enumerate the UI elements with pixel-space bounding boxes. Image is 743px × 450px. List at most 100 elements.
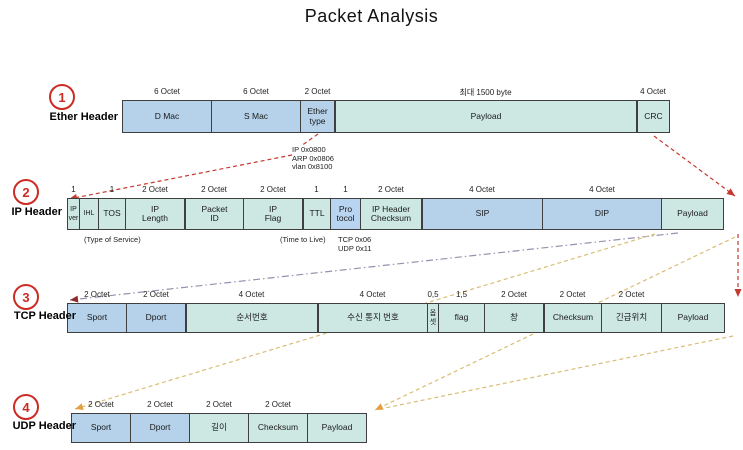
octet-size-label: 1,5 (455, 290, 468, 299)
octet-size-label: 2 Octet (201, 185, 227, 194)
octet-size-label: 2 Octet (304, 87, 331, 96)
step-number-4: 4 (13, 394, 39, 420)
cell-label: 순서번호 (236, 312, 268, 323)
udp-header-cell-dport: Dport (130, 413, 190, 443)
ether-header-cell-payload: Payload (334, 100, 637, 133)
cell-label: SIP (475, 208, 490, 219)
arrow-line-red (68, 154, 293, 200)
ip-header-cell-tos: TOS (98, 198, 126, 230)
octet-size-label: 0,5 (427, 290, 439, 299)
octet-size-label: 2 Octet (147, 400, 173, 409)
octet-size-label: 2 Octet (501, 290, 527, 299)
ip-header-cell-packet-id: Packet ID (184, 198, 244, 230)
arrow-line-red (300, 133, 319, 147)
ip-header-cell-dip: DIP (542, 198, 662, 230)
cell-label: Pro tocol (336, 203, 355, 223)
cell-label: Payload (677, 208, 708, 219)
ip-header-cell-ttl: TTL (302, 198, 331, 230)
cell-label: 창 (510, 312, 518, 323)
arrow-line-purple (69, 232, 679, 301)
cell-label: IHL (83, 210, 95, 218)
cell-label: CRC (644, 110, 663, 121)
page-title: Packet Analysis (304, 6, 439, 26)
octet-size-label: 4 Octet (469, 185, 495, 194)
octet-size-label: 2 Octet (206, 400, 232, 409)
octet-size-label: 2 Octet (618, 290, 645, 299)
arrow-line-red (653, 135, 736, 197)
octet-size-label: 2 Octet (559, 290, 586, 299)
cell-label: IP Length (142, 203, 168, 223)
octet-size-label: 1 (109, 185, 115, 194)
cell-label: 수신 통지 번호 (347, 312, 399, 323)
arrow-line-yellow (384, 335, 734, 409)
octet-size-label: 6 Octet (243, 87, 269, 96)
ether-type-values: IP 0x0800 ARP 0x0806 vlan 0x8100 (292, 145, 334, 171)
ether-header-table: D Mac S Mac Ether type Payload CRC (122, 100, 670, 133)
tcp-header-cell-payload: Payload (661, 303, 725, 333)
octet-size-label: 1 (71, 185, 76, 194)
cell-label: flag (454, 312, 469, 323)
cell-label: 길이 (211, 422, 227, 433)
ether-header-cell-ether-type: Ether type (300, 100, 335, 133)
octet-size-label: 4 Octet (640, 87, 666, 96)
cell-label: IP Flag (264, 203, 282, 223)
ip-header-label: IP Header (11, 206, 62, 218)
udp-header-table: Sport Dport 길이 Checksum Payload (71, 413, 367, 443)
octet-size-label: 2 Octet (143, 290, 169, 299)
udp-header-cell-checksum: Checksum (248, 413, 308, 443)
cell-label: 옵셋 (429, 309, 437, 327)
protocol-values: TCP 0x06 UDP 0x11 (338, 235, 372, 253)
octet-size-label: 6 Octet (154, 87, 180, 96)
octet-size-label: 2 Octet (378, 185, 404, 194)
step-number-1: 1 (49, 84, 75, 110)
ip-header-cell-ip-ver: IP ver (67, 198, 80, 230)
tcp-header-cell-ack-number: 수신 통지 번호 (317, 303, 428, 333)
octet-size-label: 최대 1500 byte (459, 88, 512, 97)
tcp-header-cell-sport: Sport (67, 303, 127, 333)
octet-size-label: 2 Octet (142, 185, 168, 194)
ip-header-cell-ip-header-checksum: IP Header Checksum (360, 198, 422, 230)
ip-header-cell-ihl: IHL (79, 198, 99, 230)
arrowhead-orange (375, 403, 384, 410)
ip-header-cell-payload: Payload (661, 198, 724, 230)
udp-header-label: UDP Header (12, 420, 76, 432)
tcp-header-cell-flag: flag (438, 303, 485, 333)
octet-size-label: 1 (343, 185, 348, 194)
cell-label: IP ver (68, 205, 79, 223)
tcp-header-cell-offset: 옵셋 (427, 303, 439, 333)
tos-caption: (Type of Service) (84, 235, 141, 244)
cell-label: Sport (90, 422, 112, 433)
ttl-caption: (Time to Live) (280, 235, 326, 244)
ip-header-cell-ip-length: IP Length (125, 198, 185, 230)
ip-header-table: IP ver IHL TOS IP Length Packet ID IP Flag TTL… (67, 198, 724, 230)
ether-header-label: Ether Header (49, 111, 118, 123)
octet-size-label: 4 Octet (238, 290, 265, 299)
udp-header-cell-payload: Payload (307, 413, 367, 443)
arrowhead-red (734, 289, 742, 297)
tcp-header-cell-sequence-number: 순서번호 (185, 303, 318, 333)
cell-label: Dport (145, 312, 167, 323)
octet-size-label: 4 Octet (359, 290, 386, 299)
step-number-3: 3 (13, 284, 39, 310)
cell-label: Sport (86, 312, 108, 323)
cell-label: Packet ID (201, 203, 228, 223)
cell-label: 긴급위치 (615, 312, 648, 323)
cell-label: Ether type (307, 106, 328, 126)
arrowhead-dark_red (70, 295, 79, 303)
arrowhead-orange (75, 403, 84, 411)
ip-header-cell-ip-flag: IP Flag (243, 198, 303, 230)
udp-header-cell-sport: Sport (71, 413, 131, 443)
cell-label: DIP (594, 208, 610, 219)
cell-label: D Mac (154, 110, 180, 121)
cell-label: Payload (677, 312, 709, 323)
cell-label: S Mac (243, 110, 269, 121)
octet-size-label: 2 Octet (84, 290, 110, 299)
ether-header-cell-s-mac: S Mac (211, 100, 301, 133)
cell-label: TOS (103, 208, 121, 219)
step-number-2: 2 (13, 179, 39, 205)
cell-label: Checksum (257, 422, 299, 433)
ip-header-cell-protocol: Pro tocol (330, 198, 361, 230)
ether-header-cell-d-mac: D Mac (122, 100, 212, 133)
